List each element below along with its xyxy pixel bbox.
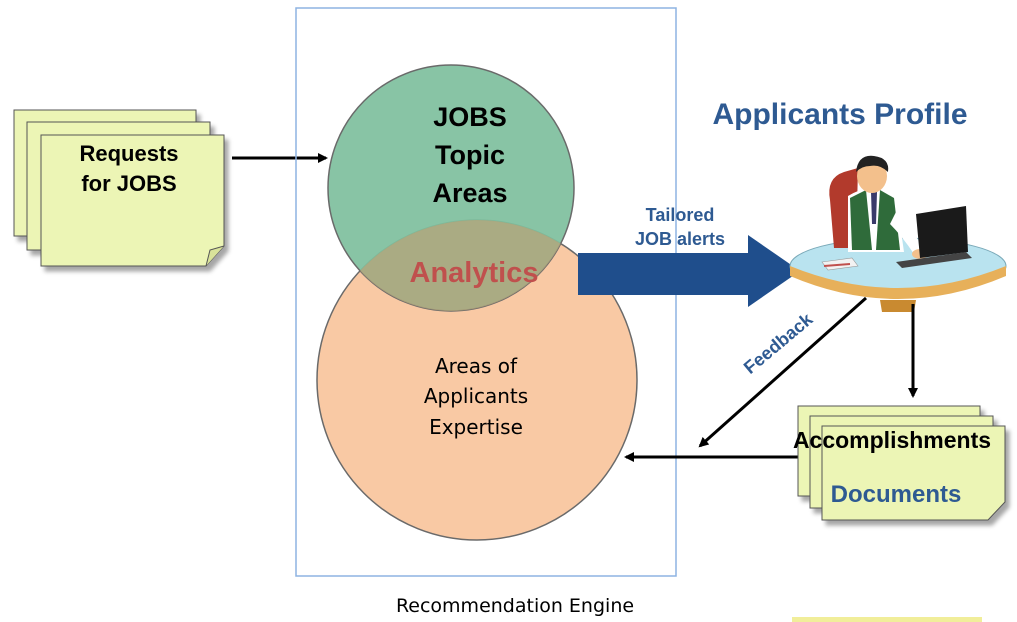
requests-document-stack: Requests for JOBS [13,109,225,267]
expertise-label-line1: Areas of [435,354,518,378]
feedback-arrow [698,296,867,448]
applicant-at-desk-icon [789,155,1007,312]
engine-caption: Recommendation Engine [396,595,634,617]
expertise-label-line3: Expertise [429,415,523,439]
tailored-alerts-arrow [578,235,800,307]
documents-label: Documents [831,481,962,508]
decorative-strip [792,617,982,622]
topic-label-line2: Topic [435,140,505,170]
applicants-profile-title: Applicants Profile [712,98,967,131]
topic-label-line1: JOBS [433,102,507,132]
alerts-label-line1: Tailored [646,205,715,225]
accomplishments-document-stack: Accomplishments Documents [793,405,1006,521]
alerts-label-line2: JOB alerts [635,229,725,249]
analytics-label: Analytics [410,257,539,289]
requests-label-line2: for JOBS [81,171,176,196]
requests-label-line1: Requests [79,141,178,166]
accomplishments-label: Accomplishments [793,427,991,453]
topic-label-line3: Areas [432,178,507,208]
expertise-label-line2: Applicants [424,384,528,408]
feedback-label: Feedback [740,308,817,377]
